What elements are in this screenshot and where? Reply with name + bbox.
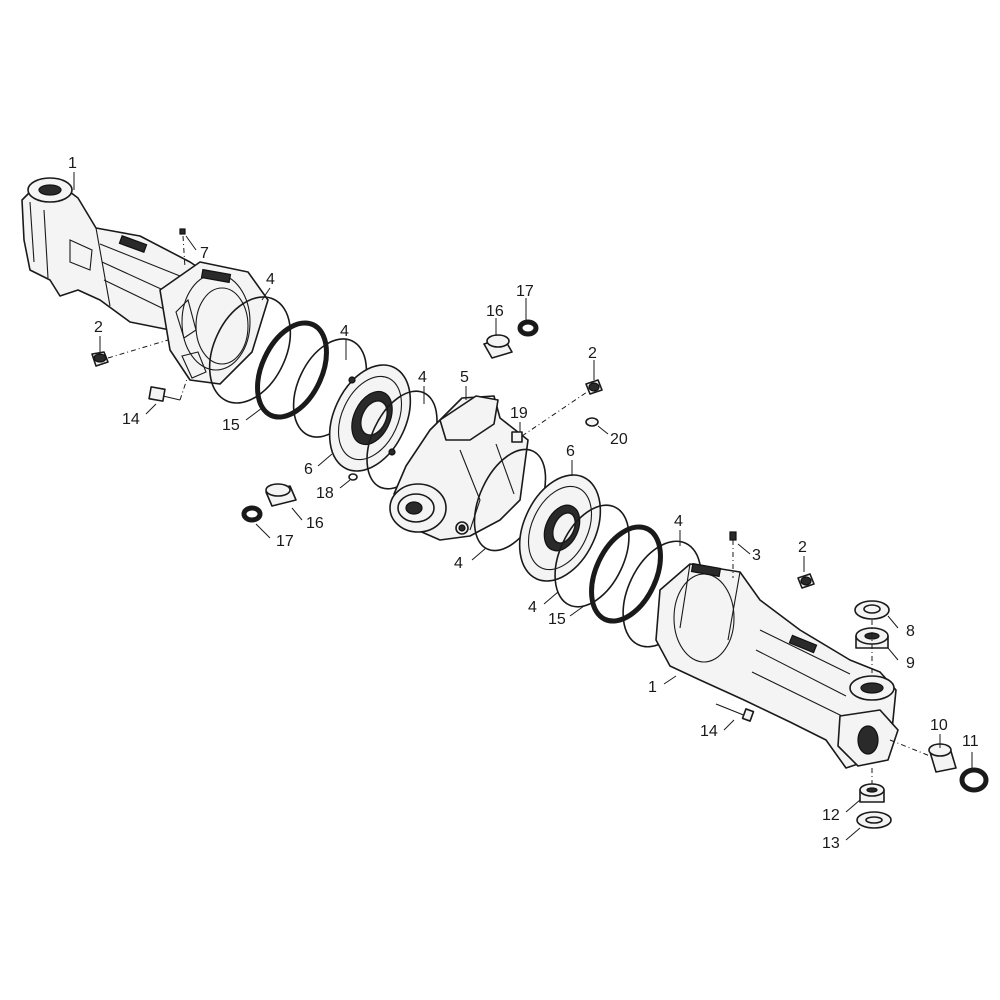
callout-7: 7	[200, 245, 209, 262]
callout-17-center: 17	[516, 283, 534, 300]
callout-6-right: 6	[566, 443, 575, 460]
callout-3: 3	[752, 547, 761, 564]
callout-15-left: 15	[222, 417, 240, 434]
callout-14-right: 14	[700, 723, 718, 740]
left-carrier-flange-6	[328, 364, 412, 472]
callout-2-left: 2	[94, 319, 103, 336]
callout-4-f: 4	[528, 599, 537, 616]
left-seal-15	[255, 320, 329, 420]
center-plug-20	[585, 417, 599, 427]
center-bushing-16	[483, 334, 513, 359]
center-seal-17	[517, 319, 539, 337]
right-bushing-10	[928, 743, 957, 773]
right-washer-13	[856, 811, 892, 829]
left-bolt-7	[179, 228, 186, 269]
callout-10: 10	[930, 717, 948, 734]
left-seal-17b	[241, 505, 263, 523]
callout-12: 12	[822, 807, 840, 824]
left-o-ring-4	[208, 296, 292, 404]
right-bolt-3	[729, 531, 737, 578]
right-axle-housing	[655, 562, 899, 769]
right-seal-11	[959, 767, 989, 793]
right-o-ring-4	[554, 504, 630, 608]
callout-16-center: 16	[486, 303, 504, 320]
callout-1-left: 1	[68, 155, 77, 172]
right-bolt-14	[715, 703, 755, 722]
center-plug-2	[585, 379, 603, 395]
callout-4-e: 4	[674, 513, 683, 530]
callout-2-right: 2	[798, 539, 807, 556]
center-housing-5	[389, 395, 529, 541]
center-breather-19	[521, 389, 591, 437]
callout-4-d: 4	[454, 555, 463, 572]
right-plug-2	[797, 573, 815, 589]
callout-6-left: 6	[304, 461, 313, 478]
callout-16-left: 16	[306, 515, 324, 532]
right-washer-8	[854, 600, 890, 620]
right-pivot-axis	[889, 739, 931, 757]
callout-9: 9	[906, 655, 915, 672]
callout-4-c: 4	[418, 369, 427, 386]
callout-4-a: 4	[266, 271, 275, 288]
callout-18: 18	[316, 485, 334, 502]
left-axle-housing	[21, 177, 269, 385]
callout-14-left: 14	[122, 411, 140, 428]
callout-19: 19	[510, 405, 528, 422]
right-seal-15	[589, 524, 663, 624]
right-carrier-flange-6	[518, 474, 602, 582]
left-plug-2	[91, 339, 169, 367]
callout-17-left: 17	[276, 533, 294, 550]
left-o-ring-18	[348, 473, 358, 481]
callout-labels: 1 7 4 2 14 15 4 6 18 4 5 16 17 2 19 20 1…	[68, 155, 979, 852]
callout-4-b: 4	[340, 323, 349, 340]
left-bolt-14	[148, 375, 189, 402]
callout-5: 5	[460, 369, 469, 386]
callout-15-right: 15	[548, 611, 566, 628]
right-bushing-12	[859, 783, 885, 803]
callout-leaders	[73, 172, 973, 841]
callout-13: 13	[822, 835, 840, 852]
callout-8: 8	[906, 623, 915, 640]
callout-20: 20	[610, 431, 628, 448]
left-bushing-16b	[265, 483, 297, 507]
callout-11: 11	[962, 733, 979, 750]
callout-2-center: 2	[588, 345, 597, 362]
callout-1-right: 1	[648, 679, 657, 696]
